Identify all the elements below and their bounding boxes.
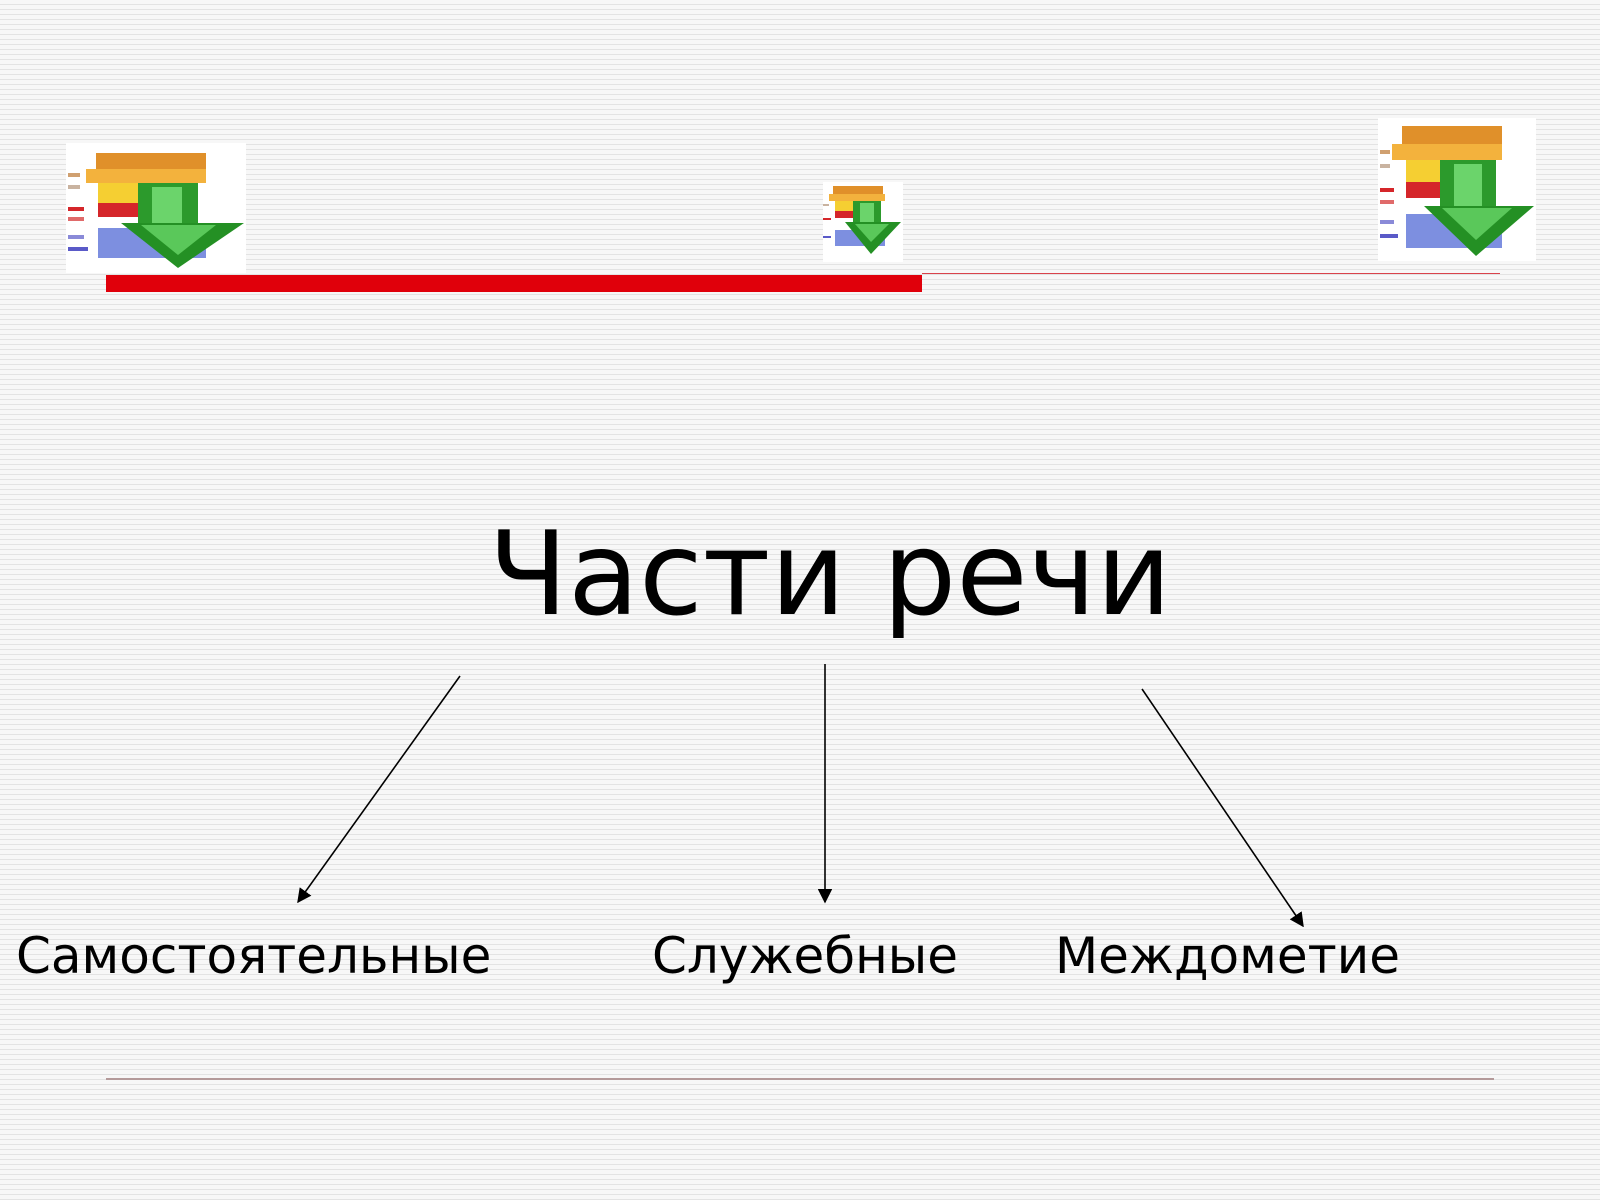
- arrow-to-node-0: [297, 675, 461, 904]
- arrow-to-node-2: [1141, 688, 1304, 928]
- books-download-icon: [1378, 118, 1536, 261]
- footer-rule: [106, 1078, 1494, 1080]
- diagram-root-title: Части речи: [488, 507, 1172, 642]
- diagram-node-auxiliary: Служебные: [652, 927, 959, 985]
- header-thin-rule: [922, 273, 1500, 274]
- header-accent-bar: [106, 275, 922, 292]
- books-download-icon: [823, 182, 903, 262]
- books-download-icon: [66, 143, 246, 273]
- diagram-node-interjection: Междометие: [1055, 927, 1400, 985]
- diagram-node-independent: Самостоятельные: [16, 927, 492, 985]
